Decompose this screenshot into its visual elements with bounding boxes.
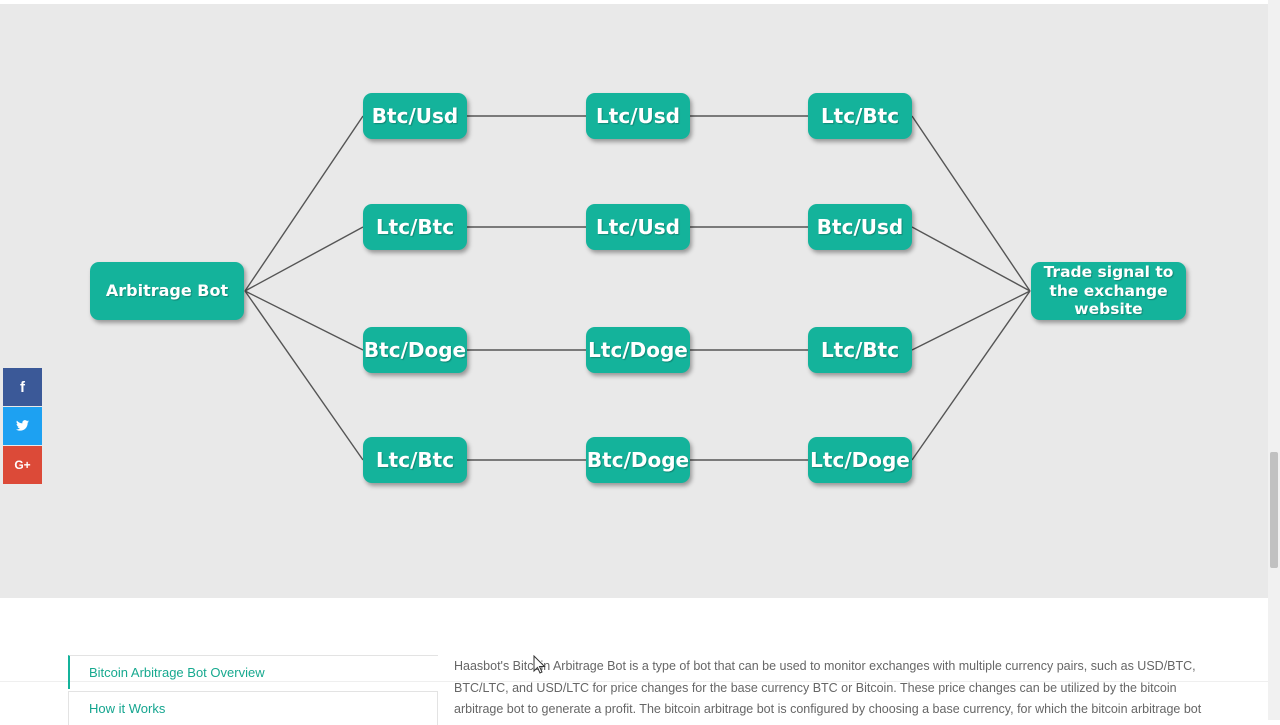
toc-item-how-it-works[interactable]: How it Works [68, 691, 438, 725]
edge-source-route-4 [244, 290, 364, 461]
twitter-icon [16, 418, 29, 434]
toc-item-overview[interactable]: Bitcoin Arbitrage Bot Overview [68, 655, 438, 689]
facebook-icon: f [20, 378, 25, 396]
edge-route-1-target [911, 115, 1031, 292]
edge-route-3-target [911, 290, 1031, 351]
node-route-3-step-2: Ltc/Doge [586, 327, 690, 373]
google-plus-icon: G+ [14, 458, 31, 472]
node-route-2-step-3: Btc/Usd [808, 204, 912, 250]
arbitrage-flow-diagram [244, 115, 1031, 461]
node-route-3-step-3: Ltc/Btc [808, 327, 912, 373]
share-facebook-button[interactable]: f [3, 368, 42, 406]
node-route-2-step-2: Ltc/Usd [586, 204, 690, 250]
edge-source-route-1 [244, 115, 364, 292]
node-route-4-step-3: Ltc/Doge [808, 437, 912, 483]
section-divider [0, 681, 1268, 682]
page-scrollbar[interactable] [1268, 0, 1280, 720]
node-route-3-step-1: Btc/Doge [363, 327, 467, 373]
mouse-cursor-icon [533, 655, 546, 674]
node-route-4-step-2: Btc/Doge [586, 437, 690, 483]
article-line: Haasbot's Bitcoin Arbitrage Bot is a typ… [454, 659, 1196, 673]
edge-route-4-target [911, 290, 1031, 461]
node-route-2-step-1: Ltc/Btc [363, 204, 467, 250]
article-body: Haasbot's Bitcoin Arbitrage Bot is a typ… [454, 656, 1214, 721]
share-twitter-button[interactable] [3, 407, 42, 445]
scrollbar-thumb[interactable] [1270, 452, 1278, 568]
article-line: BTC/LTC, and USD/LTC for price changes f… [454, 680, 1177, 695]
edge-source-route-2 [244, 226, 364, 292]
node-route-1-step-1: Btc/Usd [363, 93, 467, 139]
node-trade-signal: Trade signal to the exchange website [1031, 262, 1186, 320]
node-route-4-step-1: Ltc/Btc [363, 437, 467, 483]
node-arbitrage-bot: Arbitrage Bot [90, 262, 244, 320]
node-route-1-step-3: Ltc/Btc [808, 93, 912, 139]
share-google-plus-button[interactable]: G+ [3, 446, 42, 484]
node-route-1-step-2: Ltc/Usd [586, 93, 690, 139]
edge-route-2-target [911, 226, 1031, 292]
diagram-banner: Arbitrage Bot Trade signal to the exchan… [0, 0, 1268, 598]
edge-source-route-3 [244, 290, 364, 351]
article-line: arbitrage bot to generate a profit. The … [454, 702, 1202, 716]
